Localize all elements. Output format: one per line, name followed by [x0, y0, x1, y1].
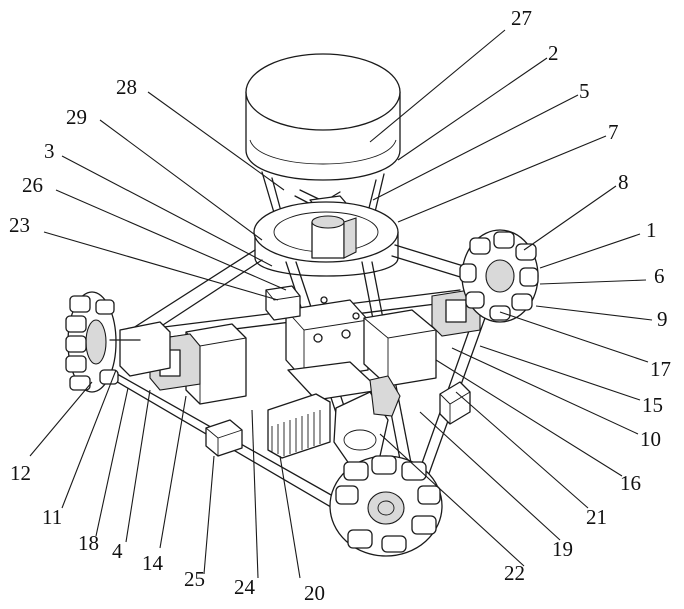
- label-18: 18: [78, 531, 99, 555]
- label-22: 22: [504, 561, 525, 585]
- label-19: 19: [552, 537, 573, 561]
- label-7: 7: [608, 120, 619, 144]
- label-23: 23: [9, 213, 30, 237]
- label-25: 25: [184, 567, 205, 591]
- label-24: 24: [234, 575, 256, 599]
- label-10: 10: [640, 427, 661, 451]
- label-29: 29: [66, 105, 87, 129]
- label-20: 20: [304, 581, 325, 605]
- left-motor: [120, 322, 246, 404]
- label-14: 14: [142, 551, 164, 575]
- omni-wheel-bottom: [330, 456, 442, 556]
- top-cylinder: [246, 54, 400, 180]
- label-4: 4: [112, 539, 123, 563]
- label-12: 12: [10, 461, 31, 485]
- joint-box-right: [440, 382, 470, 424]
- upper-ring-plate: [254, 202, 398, 276]
- label-9: 9: [657, 307, 668, 331]
- label-3: 3: [44, 139, 55, 163]
- label-27: 27: [511, 6, 532, 30]
- label-6: 6: [654, 264, 665, 288]
- label-28: 28: [116, 75, 137, 99]
- label-26: 26: [22, 173, 43, 197]
- label-15: 15: [642, 393, 663, 417]
- label-2: 2: [548, 41, 559, 65]
- joint-box-left: [206, 420, 242, 456]
- label-16: 16: [620, 471, 641, 495]
- label-21: 21: [586, 505, 607, 529]
- sensor-box: [266, 286, 300, 320]
- label-8: 8: [618, 170, 629, 194]
- label-5: 5: [579, 79, 590, 103]
- label-17: 17: [650, 357, 671, 381]
- label-1: 1: [646, 218, 657, 242]
- label-11: 11: [42, 505, 62, 529]
- omni-wheel-right: [460, 230, 538, 322]
- right-motor: [364, 290, 480, 386]
